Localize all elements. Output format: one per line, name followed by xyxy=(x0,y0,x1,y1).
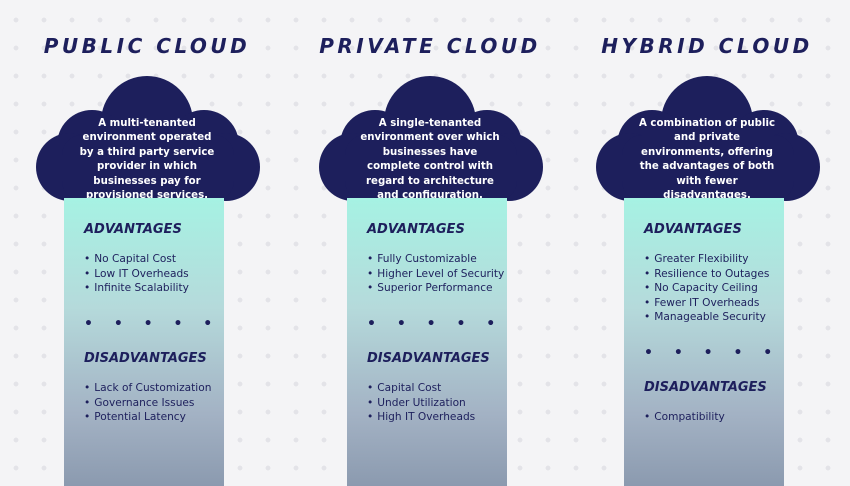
list-item: Under Utilization xyxy=(367,396,475,411)
list-item: Compatibility xyxy=(644,410,725,425)
list-item: Fully Customizable xyxy=(367,252,504,267)
advantages-list: No Capital Cost Low IT Overheads Infinit… xyxy=(84,252,189,296)
disadvantages-list: Compatibility xyxy=(644,410,725,425)
advantages-heading: ADVANTAGES xyxy=(84,222,182,237)
disadvantages-list: Lack of Customization Governance Issues … xyxy=(84,381,211,425)
advantages-heading: ADVANTAGES xyxy=(644,222,742,237)
advantages-list: Greater Flexibility Resilience to Outage… xyxy=(644,252,769,325)
separator-dots: • • • • • xyxy=(84,316,221,332)
list-item: Manageable Security xyxy=(644,310,769,325)
cloud-icon: A single-tenanted environment over which… xyxy=(305,75,555,203)
cloud-icon: A combination of public and private envi… xyxy=(582,75,832,203)
list-item: No Capacity Ceiling xyxy=(644,281,769,296)
list-item: Fewer IT Overheads xyxy=(644,296,769,311)
column-title: PUBLIC CLOUD xyxy=(43,34,251,58)
column-body: ADVANTAGES Fully Customizable Higher Lev… xyxy=(347,198,507,486)
cloud-description: A single-tenanted environment over which… xyxy=(360,118,500,202)
list-item: Infinite Scalability xyxy=(84,281,189,296)
cloud-icon: A multi-tenanted environment operated by… xyxy=(22,75,272,203)
list-item: Greater Flexibility xyxy=(644,252,769,267)
advantages-heading: ADVANTAGES xyxy=(367,222,465,237)
list-item: Low IT Overheads xyxy=(84,267,189,282)
separator-dots: • • • • • xyxy=(644,345,781,361)
list-item: Governance Issues xyxy=(84,396,211,411)
cloud-description: A combination of public and private envi… xyxy=(639,118,775,202)
column-title: PRIVATE CLOUD xyxy=(319,34,541,58)
list-item: Lack of Customization xyxy=(84,381,211,396)
disadvantages-heading: DISADVANTAGES xyxy=(644,380,767,395)
list-item: Superior Performance xyxy=(367,281,504,296)
advantages-list: Fully Customizable Higher Level of Secur… xyxy=(367,252,504,296)
column-body: ADVANTAGES No Capital Cost Low IT Overhe… xyxy=(64,198,224,486)
disadvantages-heading: DISADVANTAGES xyxy=(367,351,490,366)
list-item: High IT Overheads xyxy=(367,410,475,425)
disadvantages-heading: DISADVANTAGES xyxy=(84,351,207,366)
cloud-description: A multi-tenanted environment operated by… xyxy=(79,118,215,202)
list-item: Capital Cost xyxy=(367,381,475,396)
column-public-cloud: PUBLIC CLOUD A multi-tenanted environmen… xyxy=(22,0,272,486)
column-title: HYBRID CLOUD xyxy=(601,34,813,58)
column-hybrid-cloud: HYBRID CLOUD A combination of public and… xyxy=(582,0,832,486)
list-item: Higher Level of Security xyxy=(367,267,504,282)
column-private-cloud: PRIVATE CLOUD A single-tenanted environm… xyxy=(305,0,555,486)
list-item: Potential Latency xyxy=(84,410,211,425)
list-item: Resilience to Outages xyxy=(644,267,769,282)
list-item: No Capital Cost xyxy=(84,252,189,267)
disadvantages-list: Capital Cost Under Utilization High IT O… xyxy=(367,381,475,425)
separator-dots: • • • • • xyxy=(367,316,504,332)
column-body: ADVANTAGES Greater Flexibility Resilienc… xyxy=(624,198,784,486)
